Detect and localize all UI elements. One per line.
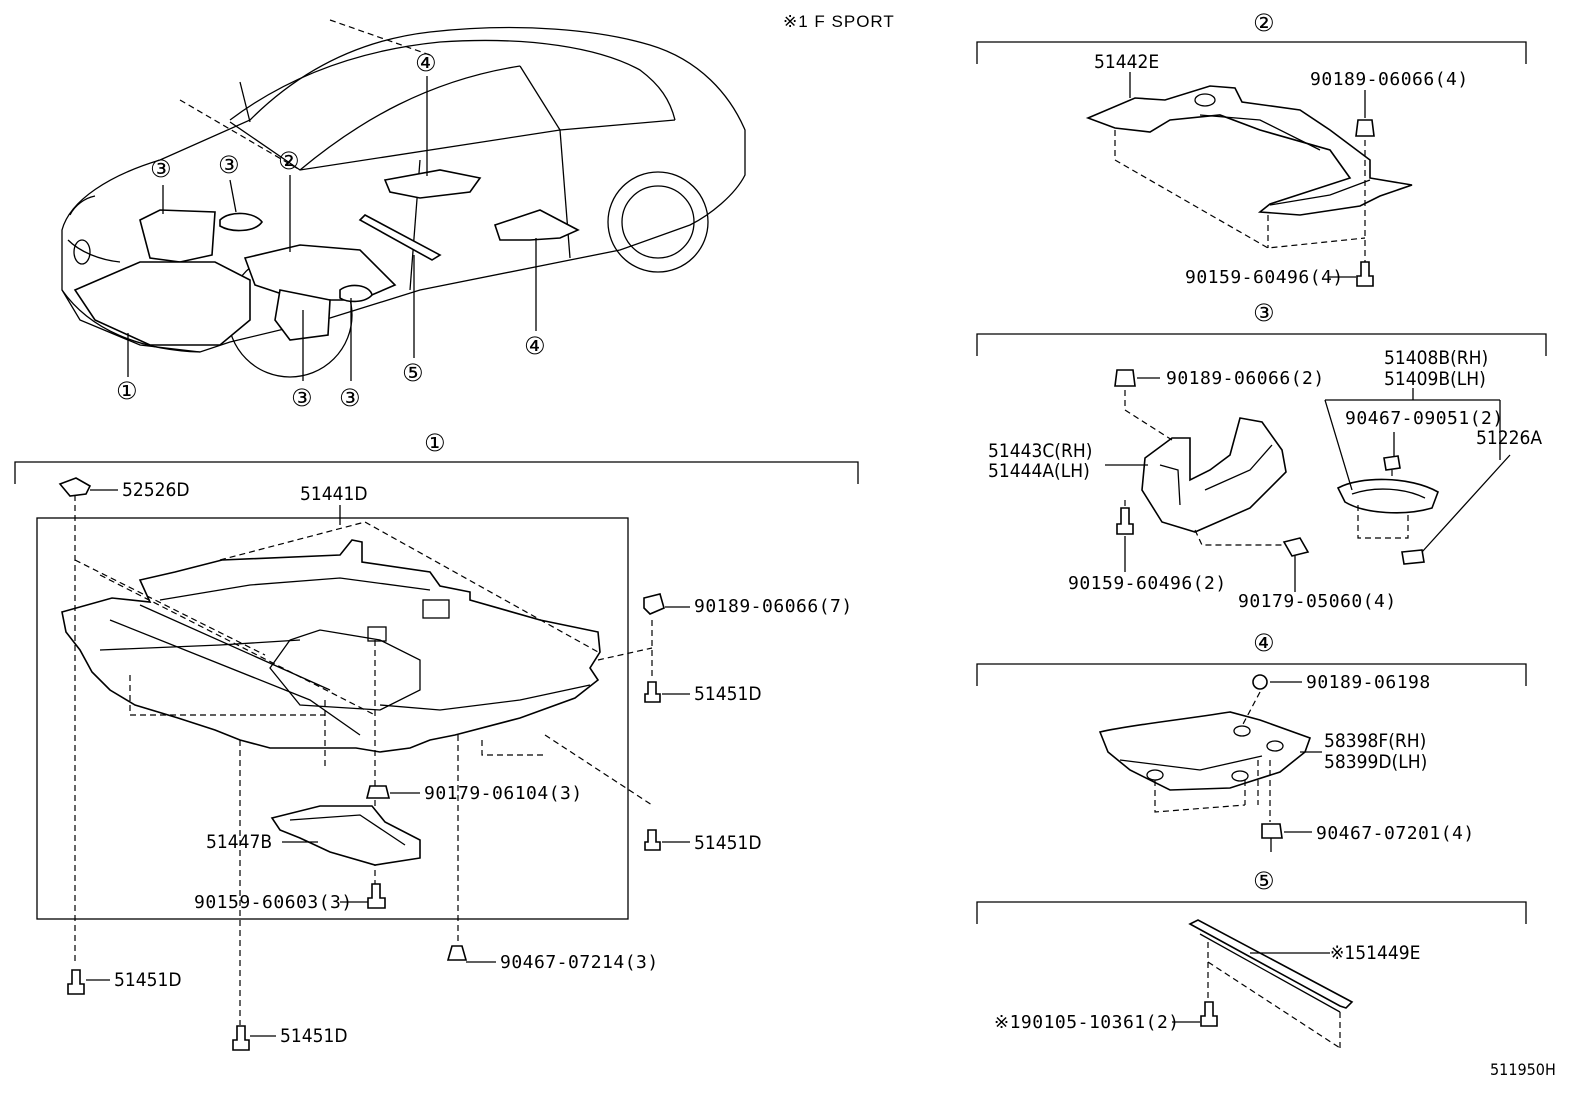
- section3-leaders: [1105, 377, 1511, 592]
- part-52526D: 52526D: [122, 479, 190, 501]
- part-90179-06104: 90179-06104(3): [424, 783, 583, 804]
- section1-leaders: [86, 489, 690, 1037]
- part-51441D: 51441D: [300, 483, 368, 505]
- section2-frame: [976, 41, 1527, 64]
- car-overview-illustration: [61, 19, 746, 378]
- f-sport-note: ※1 F SPORT: [783, 12, 895, 31]
- callout-3: ③: [339, 384, 361, 412]
- section5-leaders: [1172, 952, 1330, 1023]
- section1-subcover-51447B: [270, 805, 421, 866]
- callout-5: ⑤: [402, 359, 424, 387]
- section5-part: [1188, 919, 1354, 1013]
- section3-parts: [1141, 417, 1439, 565]
- diagram-id: 511950H: [1490, 1060, 1556, 1079]
- section5-number: ⑤: [1253, 867, 1275, 895]
- part-51447B: 51447B: [206, 831, 273, 853]
- part-90467-09051: 90467-09051(2): [1345, 408, 1504, 429]
- section4-frame: [976, 663, 1527, 686]
- section5-frame: [976, 901, 1527, 924]
- callout-4: ④: [415, 49, 437, 77]
- part-90159-60496: 90159-60496(2): [1068, 573, 1227, 594]
- section5-fasteners: [1200, 1001, 1218, 1027]
- part-51408B: 51408B(RH): [1384, 347, 1489, 369]
- section1-frame: [14, 461, 859, 920]
- part-51226A: 51226A: [1476, 427, 1543, 449]
- callout-1: ①: [116, 377, 138, 405]
- section4-part: [1098, 711, 1312, 791]
- part-90189-06066: 90189-06066(2): [1166, 368, 1325, 389]
- part-90159-60496: 90159-60496(4): [1185, 267, 1344, 288]
- section2-undercover: [1085, 85, 1413, 216]
- section3-number: ③: [1253, 299, 1275, 327]
- part-90179-05060: 90179-05060(4): [1238, 591, 1397, 612]
- part-90189-06198: 90189-06198: [1306, 672, 1431, 693]
- part-58398F: 58398F(RH): [1324, 730, 1427, 752]
- overview-leaders: [127, 76, 537, 381]
- section4-number: ④: [1253, 629, 1275, 657]
- part-90159-60603: 90159-60603(3): [194, 892, 353, 913]
- part-51444A: 51444A(LH): [988, 460, 1090, 482]
- part-90189-06066: 90189-06066(7): [694, 596, 853, 617]
- callout-3: ③: [150, 155, 172, 183]
- callout-2: ②: [278, 147, 300, 175]
- callout-3: ③: [218, 151, 240, 179]
- part-51449E: ※151449E: [1330, 942, 1421, 964]
- part-51443C: 51443C(RH): [988, 440, 1093, 462]
- section3-fasteners: [1114, 369, 1136, 535]
- section4-dashes: [1154, 691, 1271, 822]
- section4-fasteners: [1252, 674, 1283, 852]
- section1-number: ①: [424, 429, 446, 457]
- part-51451D: 51451D: [694, 683, 762, 705]
- section1-fasteners: [58, 477, 665, 1051]
- part-51442E: 51442E: [1094, 51, 1160, 73]
- section2-leaders: [1129, 72, 1366, 278]
- part-90105-10361: ※190105-10361(2): [994, 1012, 1180, 1033]
- part-58399D: 58399D(LH): [1324, 751, 1428, 773]
- section1-undercover: [61, 539, 601, 753]
- section2-fasteners: [1355, 119, 1375, 287]
- part-90467-07201: 90467-07201(4): [1316, 823, 1475, 844]
- section4-leaders: [1270, 681, 1322, 833]
- section2-number: ②: [1253, 9, 1275, 37]
- section5-dashes: [1207, 942, 1341, 1049]
- section2-dashes: [1114, 130, 1366, 270]
- part-90467-07214: 90467-07214(3): [500, 952, 659, 973]
- part-90189-06066: 90189-06066(4): [1310, 69, 1469, 90]
- callout-4: ④: [524, 332, 546, 360]
- part-51451D: 51451D: [280, 1025, 348, 1047]
- part-51451D: 51451D: [694, 832, 762, 854]
- part-51409B: 51409B(LH): [1384, 368, 1486, 390]
- part-51451D: 51451D: [114, 969, 182, 991]
- callout-3: ③: [291, 384, 313, 412]
